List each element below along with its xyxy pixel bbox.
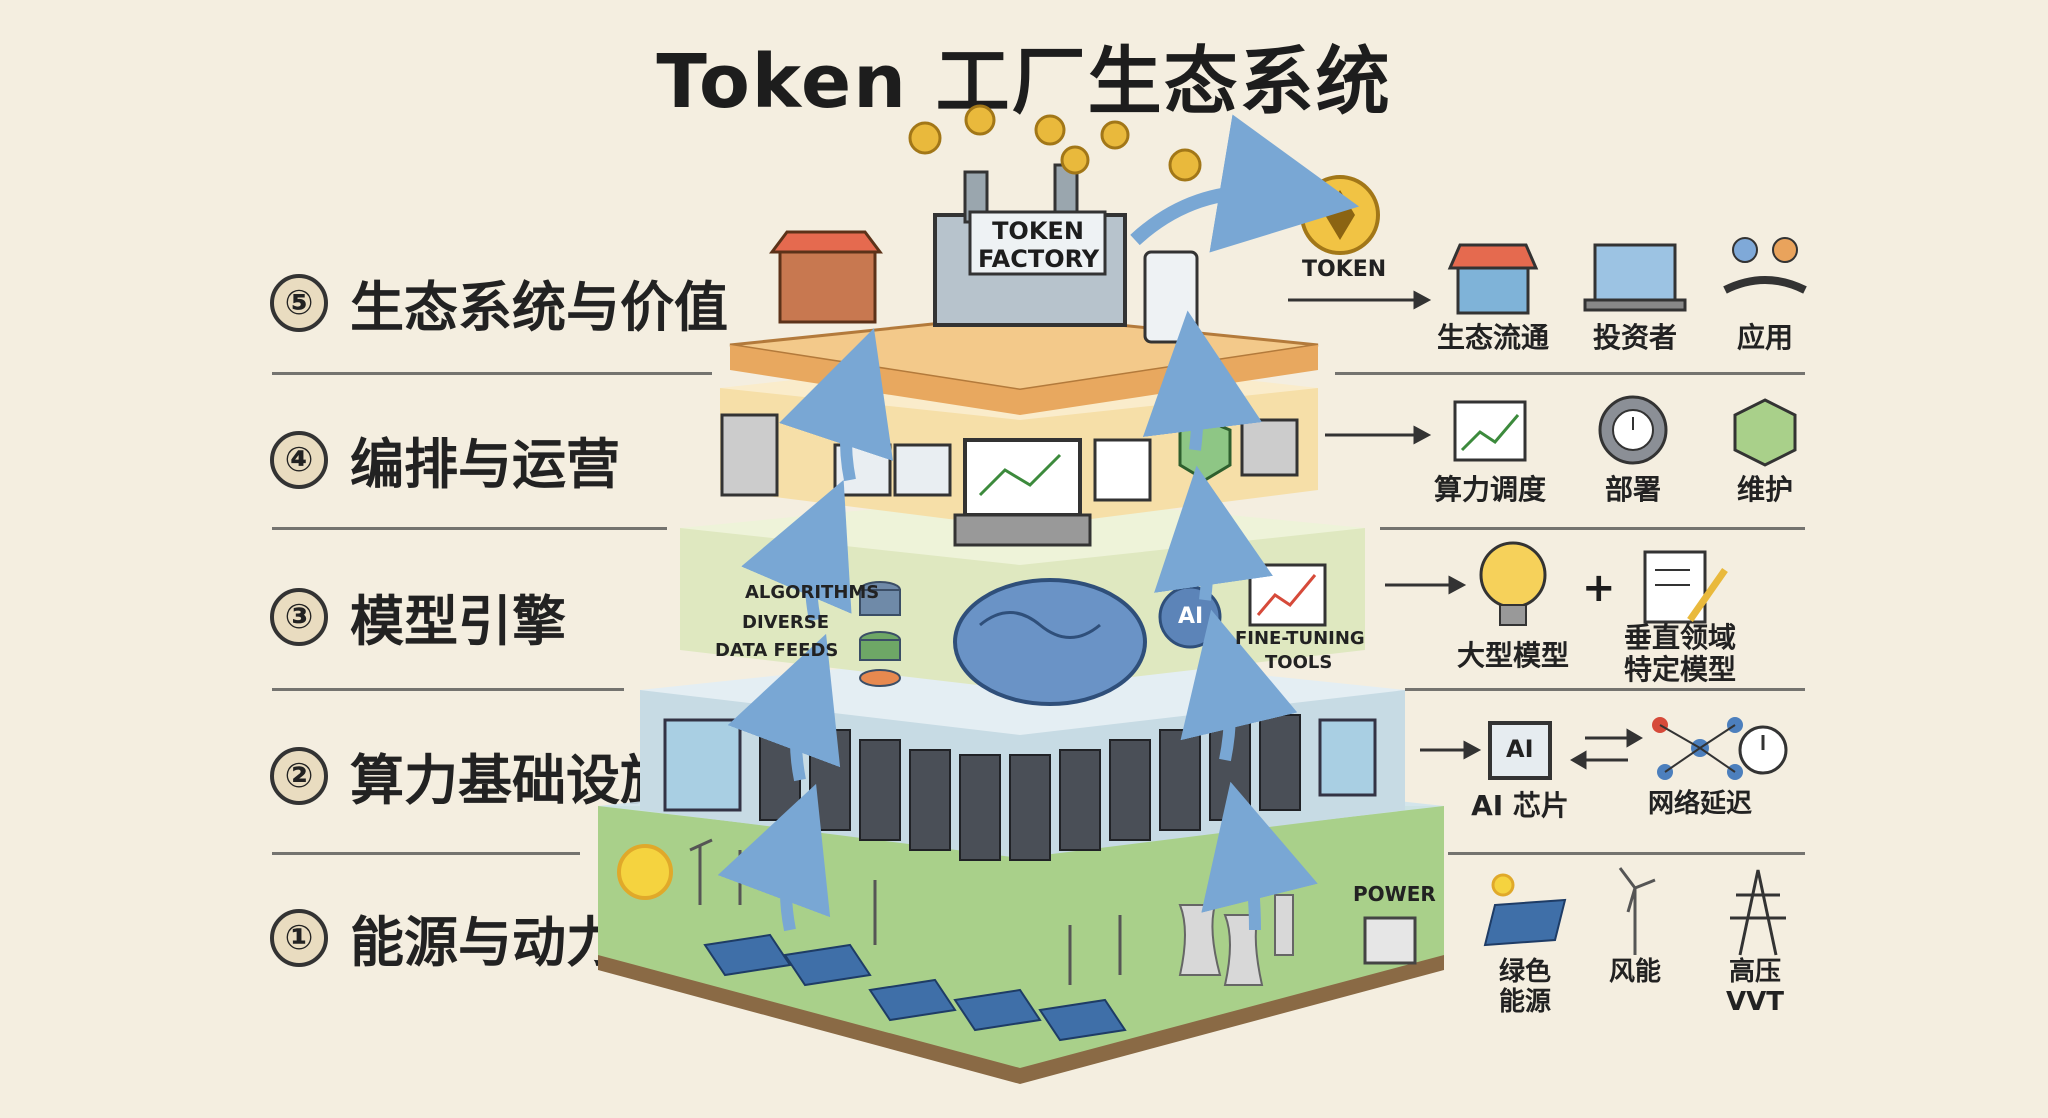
layer-number-1: ① — [270, 908, 328, 967]
caption-ai-chips: AI 芯片 — [1471, 789, 1569, 822]
layer-number-5: ⑤ — [270, 273, 328, 332]
monitor-icon — [963, 438, 1082, 517]
plus-sign: + — [1582, 565, 1616, 611]
token-label: TOKEN — [1302, 257, 1387, 282]
factory-sign: TOKEN FACTORY — [978, 217, 1100, 273]
data-feeds-label: DATA FEEDS — [715, 640, 839, 661]
network-nodes-icon — [1652, 717, 1743, 780]
shield-icon — [1178, 418, 1232, 482]
caption-large-models: 大型模型 — [1456, 639, 1569, 672]
layer-title-3: 模型引擎 — [350, 590, 566, 653]
dashboard-chart-icon — [1453, 400, 1527, 462]
handshake-icon — [1723, 237, 1807, 294]
gear-clock-icon — [1598, 395, 1668, 465]
caption-wind-power: 风能 — [1608, 957, 1661, 987]
checklist-icon — [1093, 438, 1152, 502]
layer-label-4: ④ 编排与运营 — [270, 420, 620, 499]
stopwatch-icon — [1738, 725, 1788, 775]
power-tower-icon — [1730, 869, 1786, 956]
caption-vertical-models: 垂直领域 特定模型 — [1623, 621, 1736, 687]
tools-label: TOOLS — [1265, 652, 1333, 673]
separator-line — [272, 852, 580, 855]
layer-number-4: ④ — [270, 430, 328, 489]
laptop-code-icon — [1583, 243, 1687, 312]
separator-line — [1335, 372, 1805, 375]
layer-number-2: ② — [270, 746, 328, 805]
upward-arrows — [717, 310, 1318, 932]
market-stall-icon — [778, 250, 877, 324]
fine-tuning-label: FINE-TUNING — [1235, 628, 1365, 649]
layer-title-2: 算力基础设施 — [350, 749, 674, 812]
layer-number-3: ③ — [270, 587, 328, 646]
tablet-icon — [1143, 250, 1199, 344]
caption-applications: 应用 — [1736, 321, 1793, 354]
caption-ecosystem-circulation: 生态流通 — [1436, 321, 1549, 354]
power-meter — [1363, 916, 1417, 965]
ai-node-label: AI — [1178, 604, 1204, 629]
brain-icon — [953, 578, 1147, 706]
layer-label-5: ⑤ 生态系统与价值 — [270, 263, 728, 342]
separator-line — [1380, 527, 1805, 530]
layer-title-4: 编排与运营 — [350, 433, 620, 496]
chart-board-icon — [1248, 563, 1327, 627]
diverse-label: DIVERSE — [742, 612, 829, 633]
separator-line — [272, 688, 624, 691]
separator-line — [272, 527, 667, 530]
layer-label-1: ① 能源与动力 — [270, 898, 620, 977]
solar-panel-icon — [1483, 873, 1567, 947]
separator-line — [272, 372, 712, 375]
separator-line — [1448, 852, 1805, 855]
caption-maintenance: 维护 — [1736, 473, 1793, 506]
lightbulb-icon — [1479, 541, 1547, 626]
ai-chip-icon — [1488, 721, 1552, 780]
wind-turbine-icon — [1618, 867, 1656, 955]
caption-investors: 投资者 — [1592, 321, 1677, 354]
layer-title-5: 生态系统与价值 — [350, 276, 728, 339]
chip-label: AI — [1506, 735, 1534, 763]
power-label: POWER — [1353, 882, 1436, 906]
caption-deployment: 部署 — [1604, 473, 1661, 506]
sun-icon — [617, 844, 673, 900]
caption-network-latency: 网络延迟 — [1647, 789, 1752, 819]
cube-network-icon — [1733, 398, 1797, 467]
caption-green-energy: 绿色 能源 — [1498, 957, 1551, 1017]
caption-high-voltage: 高压 VVT — [1726, 957, 1784, 1017]
separator-line — [1405, 688, 1805, 691]
caption-compute-scheduling: 算力调度 — [1433, 473, 1546, 506]
algorithms-label: ALGORITHMS — [745, 582, 880, 603]
layer-label-2: ② 算力基础设施 — [270, 736, 674, 815]
layer-label-3: ③ 模型引擎 — [270, 577, 566, 656]
document-pencil-icon — [1643, 550, 1728, 624]
page-title: Token 工厂生态系统 — [656, 39, 1392, 125]
shop-icon — [1447, 243, 1539, 315]
layer-title-1: 能源与动力 — [350, 911, 620, 974]
